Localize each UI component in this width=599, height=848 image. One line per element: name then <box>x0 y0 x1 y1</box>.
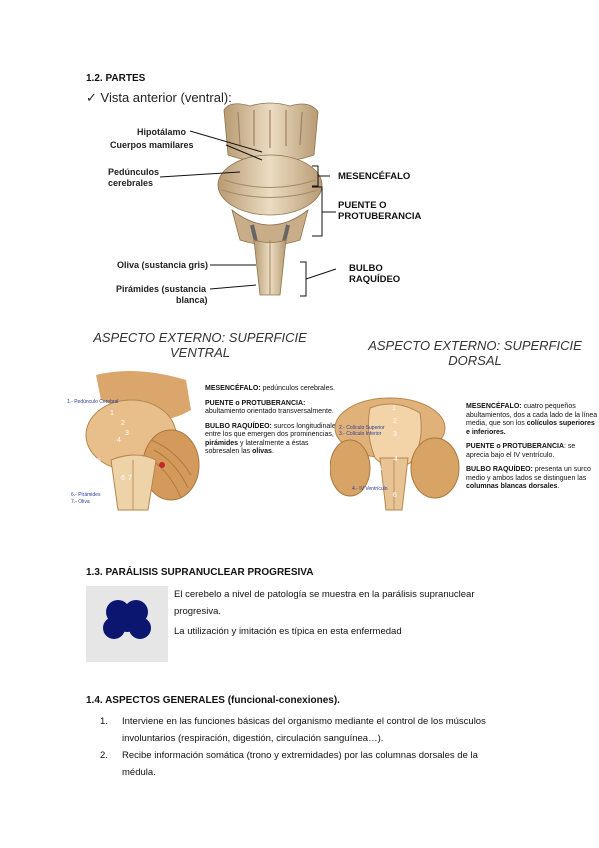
ventral-caption-oliva: 7.- Oliva <box>71 499 90 505</box>
dorsal-num: 6 <box>393 492 397 499</box>
label-mesencefalo: MESENCÉFALO <box>338 171 411 182</box>
label-oliva: Oliva (sustancia gris) <box>117 260 209 270</box>
dorsal-num: 5 <box>378 466 382 473</box>
list-item-text: involuntarios (respiración, digestión, c… <box>122 733 384 744</box>
label-puente-2: PROTUBERANCIA <box>338 211 422 222</box>
brainstem-anterior-illustration <box>217 102 323 296</box>
paralisis-line-3: La utilización y imitación es típica en … <box>174 626 402 637</box>
label-puente-1: PUENTE O <box>338 200 387 211</box>
ventral-num: 6 <box>121 475 125 482</box>
ventral-num: 2 <box>121 420 125 427</box>
label-pointers <box>159 130 337 297</box>
list-item-text: médula. <box>122 767 156 778</box>
list-item: 2. Recibe información somática (trono y … <box>100 747 520 781</box>
vista-anterior-line: ✓ Vista anterior (ventral): <box>86 90 232 106</box>
dorsal-num: 3 <box>393 431 397 438</box>
list-item-text: Interviene en las funciones básicas del … <box>122 716 486 727</box>
dorsal-caption-coliculo-inferior: 3.- Colículo Inferior <box>339 431 382 437</box>
label-hipotalamo: Hipotálamo <box>137 127 187 137</box>
dorsal-caption-coliculo-superior: 2.- Colículo Superior <box>339 425 385 431</box>
list-item-text: Recibe información somática (trono y ext… <box>122 750 478 761</box>
ventral-title: ASPECTO EXTERNO: SUPERFICIE VENTRAL <box>90 330 310 360</box>
dorsal-title-line-1: ASPECTO EXTERNO: SUPERFICIE <box>368 338 582 353</box>
list-item-number: 1. <box>100 716 108 727</box>
ventral-num: 3 <box>125 430 129 437</box>
ventral-caption-piramides: 6.- Pirámides <box>71 492 101 498</box>
ventral-description: MESENCÉFALO: pedúnculos cerebrales. PUEN… <box>205 385 340 455</box>
label-bulbo-2: RAQUÍDEO <box>349 274 401 285</box>
label-piramides-2: blanca) <box>176 295 208 305</box>
cerebellum-icon-box <box>86 586 168 662</box>
dorsal-num: 1 <box>392 405 396 412</box>
dorsal-title: ASPECTO EXTERNO: SUPERFICIE DORSAL <box>360 338 590 368</box>
ventral-illustration <box>66 370 201 515</box>
dorsal-caption-iv-ventriculo: 4.- IV Ventrículo <box>352 486 388 492</box>
paralisis-line-2: progresiva. <box>174 606 221 617</box>
section-heading-aspectos: 1.4. ASPECTOS GENERALES (funcional-conex… <box>86 695 340 706</box>
checkmark-icon: ✓ <box>86 90 97 105</box>
aspectos-list: 1. Interviene en las funciones básicas d… <box>100 713 520 781</box>
label-piramides-1: Pirámides (sustancia <box>116 284 207 294</box>
dorsal-num: 4 <box>394 456 398 463</box>
ventral-title-line-1: ASPECTO EXTERNO: SUPERFICIE <box>93 330 307 345</box>
ventral-title-line-2: VENTRAL <box>170 345 230 360</box>
vista-anterior-label: Vista anterior (ventral): <box>100 90 232 105</box>
label-cuerpos-mamilares: Cuerpos mamilares <box>110 140 194 150</box>
paralisis-line-1: El cerebelo a nivel de patología se mues… <box>174 589 475 600</box>
list-item-number: 2. <box>100 750 108 761</box>
dorsal-title-line-2: DORSAL <box>448 353 502 368</box>
dorsal-num: 2 <box>393 418 397 425</box>
section-heading-partes: 1.2. PARTES <box>86 73 146 84</box>
ventral-num: 4 <box>117 437 121 444</box>
ventral-caption-pedunculo: 1.- Pedúnculo Cerebral <box>67 399 119 405</box>
label-bulbo-1: BULBO <box>349 263 383 274</box>
ventral-num: 7 <box>128 475 132 482</box>
ventral-num: 1 <box>110 410 114 417</box>
ventral-num: 5 <box>97 458 101 465</box>
label-pedunculos-1: Pedúnculos <box>108 167 160 177</box>
dorsal-illustration <box>330 397 460 511</box>
list-item: 1. Interviene en las funciones básicas d… <box>100 713 520 747</box>
label-pedunculos-2: cerebrales <box>108 178 154 188</box>
cerebellum-icon <box>103 600 151 639</box>
section-heading-paralisis: 1.3. PARÁLISIS SUPRANUCLEAR PROGRESIVA <box>86 567 314 578</box>
dorsal-description: MESENCÉFALO: cuatro pequeños abultamient… <box>466 403 598 490</box>
